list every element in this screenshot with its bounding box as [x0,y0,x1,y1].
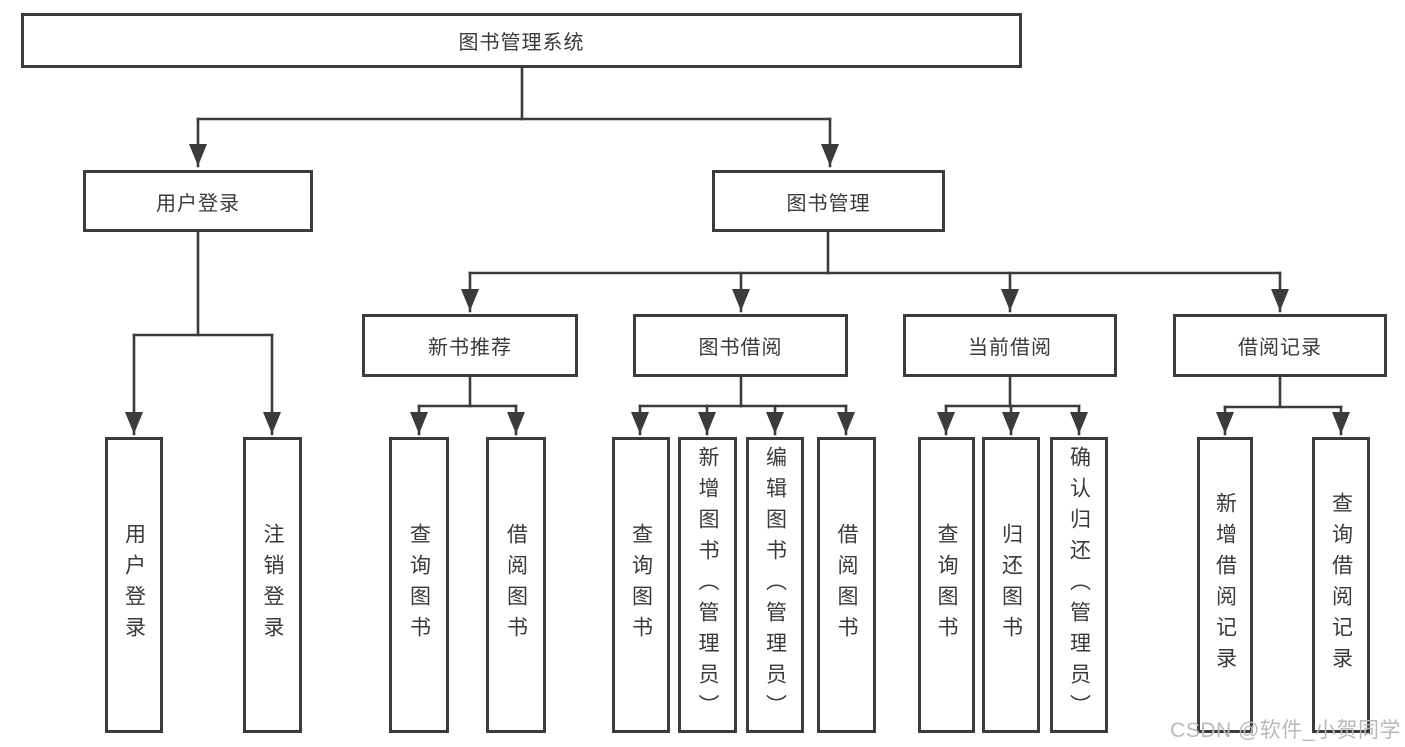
leaf-user-login: 用户登录 [105,437,163,733]
node-label: 借阅记录 [1238,337,1322,359]
leaf-label: 确认归还（管理员） [1067,445,1091,725]
node-book-borrowing: 图书借阅 [633,314,848,377]
node-borrowing-records: 借阅记录 [1173,314,1387,377]
node-new-book-recommendation: 新书推荐 [362,314,578,377]
leaf-add-books-admin: 新增图书（管理员） [678,437,737,733]
leaf-query-books-recommend: 查询图书 [389,437,449,733]
leaf-label: 查询图书 [407,523,431,647]
node-label: 当前借阅 [968,337,1052,359]
leaf-label: 查询借阅记录 [1329,492,1353,678]
leaf-label: 查询图书 [935,523,958,647]
leaf-label: 归还图书 [999,523,1023,647]
node-label: 用户登录 [156,192,240,215]
node-label: 图书管理系统 [458,32,585,54]
leaf-edit-books-admin: 编辑图书（管理员） [746,437,804,733]
leaf-logout: 注销登录 [243,437,302,733]
watermark: CSDN @软件_小贺同学 [1170,719,1401,742]
node-label: 图书借阅 [698,337,783,359]
leaf-label: 借阅图书 [504,523,528,647]
node-label: 图书管理 [786,192,871,215]
node-current-borrowing: 当前借阅 [903,314,1117,377]
leaf-borrow-books-recommend: 借阅图书 [486,437,546,733]
leaf-label: 查询图书 [629,523,653,647]
leaf-query-books-borrowing: 查询图书 [612,437,670,733]
leaf-label: 编辑图书（管理员） [763,445,787,725]
leaf-add-borrow-record: 新增借阅记录 [1197,437,1253,733]
node-user-login: 用户登录 [83,170,313,232]
node-book-management: 图书管理 [712,170,945,232]
leaf-label: 借阅图书 [835,523,858,647]
leaf-confirm-return-admin: 确认归还（管理员） [1050,437,1108,733]
leaf-label: 新增图书（管理员） [696,445,719,725]
leaf-return-books: 归还图书 [982,437,1040,733]
leaf-borrow-books-borrowing: 借阅图书 [817,437,876,733]
leaf-query-borrow-record: 查询借阅记录 [1312,437,1370,733]
leaf-query-books-current: 查询图书 [918,437,975,733]
node-label: 新书推荐 [428,337,512,359]
node-library-management-system: 图书管理系统 [21,13,1022,68]
leaf-label: 新增借阅记录 [1213,492,1237,678]
leaf-label: 用户登录 [122,523,146,647]
leaf-label: 注销登录 [261,523,284,647]
